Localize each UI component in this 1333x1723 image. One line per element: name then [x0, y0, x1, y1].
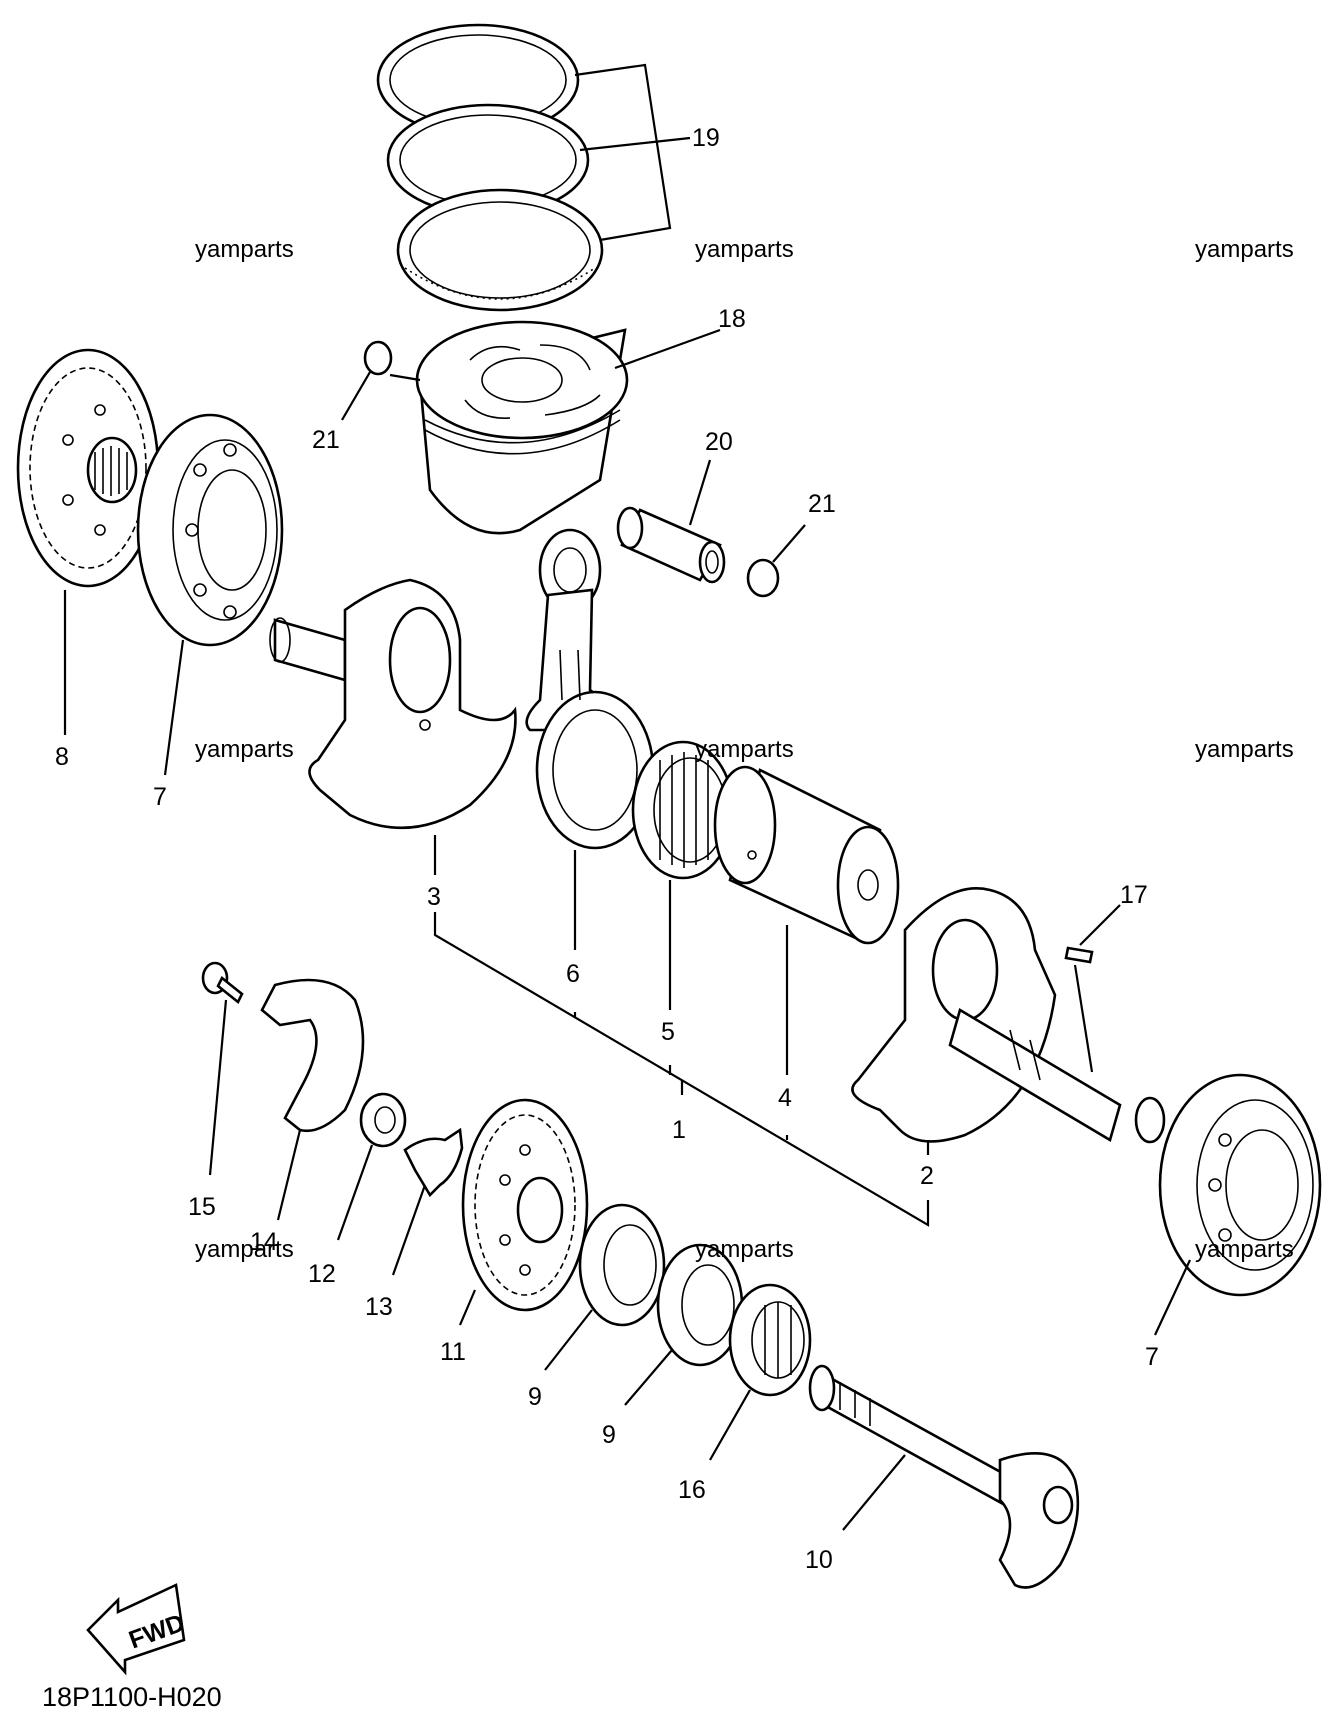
- watermark-2: yamparts: [695, 236, 794, 263]
- bearing-balancer-1: [578, 1203, 666, 1327]
- balancer-shaft: [808, 1364, 1080, 1589]
- bearing-left: [136, 413, 284, 647]
- callout-5: 5: [661, 1018, 675, 1046]
- fwd-arrow-icon: FWD: [86, 1583, 188, 1676]
- bearing-right: [1158, 1073, 1322, 1297]
- piston: [415, 320, 629, 535]
- callout-14: 14: [250, 1228, 278, 1256]
- piston-pin: [616, 506, 726, 584]
- primary-drive-gear: [16, 348, 160, 588]
- callout-15: 15: [188, 1193, 216, 1221]
- callout-7-left: 7: [153, 783, 167, 811]
- callout-2: 2: [920, 1162, 934, 1190]
- watermark-7: yamparts: [195, 1236, 294, 1263]
- lock-washer: [403, 1127, 464, 1198]
- callout-6: 6: [566, 960, 580, 988]
- callout-17: 17: [1120, 881, 1148, 909]
- woodruff-key: [1064, 946, 1094, 964]
- nut: [359, 1092, 407, 1148]
- callout-21-right: 21: [808, 490, 836, 518]
- callout-13: 13: [365, 1293, 393, 1321]
- callout-16: 16: [678, 1476, 706, 1504]
- callout-9-a: 9: [528, 1383, 542, 1411]
- drawing-code: 18P1100-H020: [42, 1682, 222, 1712]
- callout-10: 10: [805, 1546, 833, 1574]
- callout-12: 12: [308, 1260, 336, 1288]
- watermarks: yamparts yamparts yamparts yamparts yamp…: [195, 236, 1294, 1263]
- circlip-left: [363, 340, 393, 376]
- bolt: [201, 961, 244, 1005]
- callout-4: 4: [778, 1084, 792, 1112]
- callout-8: 8: [55, 743, 69, 771]
- callout-3: 3: [427, 883, 441, 911]
- needle-bearing-balancer: [728, 1283, 812, 1397]
- watermark-4: yamparts: [195, 736, 294, 763]
- leader-lines: [63, 63, 1191, 1531]
- callout-21-left: 21: [312, 426, 340, 454]
- crank-left: [269, 578, 517, 830]
- callout-9-b: 9: [602, 1421, 616, 1449]
- callout-11: 11: [440, 1338, 466, 1366]
- callout-1: 1: [672, 1116, 686, 1144]
- callout-19: 19: [692, 124, 720, 152]
- circlip-right: [746, 558, 780, 598]
- balancer-drive-gear: [461, 1098, 589, 1312]
- connecting-rod: [525, 528, 655, 850]
- callout-20: 20: [705, 428, 733, 456]
- watermark-5: yamparts: [695, 736, 794, 763]
- crank-pin: [713, 765, 900, 945]
- callout-numbers: 19 18 21 20 21 8 7 3 6 5 4 1 2 17 7 15 1…: [55, 124, 1159, 1574]
- watermark-8: yamparts: [695, 1236, 794, 1263]
- crank-right: [851, 887, 1166, 1144]
- piston-rings: [376, 23, 604, 312]
- watermark-6: yamparts: [1195, 736, 1294, 763]
- watermark-1: yamparts: [195, 236, 294, 263]
- watermark-9: yamparts: [1195, 1236, 1294, 1263]
- watermark-3: yamparts: [1195, 236, 1294, 263]
- callout-7-right: 7: [1145, 1343, 1159, 1371]
- callout-18: 18: [718, 305, 746, 333]
- balancer-weight: [260, 978, 365, 1133]
